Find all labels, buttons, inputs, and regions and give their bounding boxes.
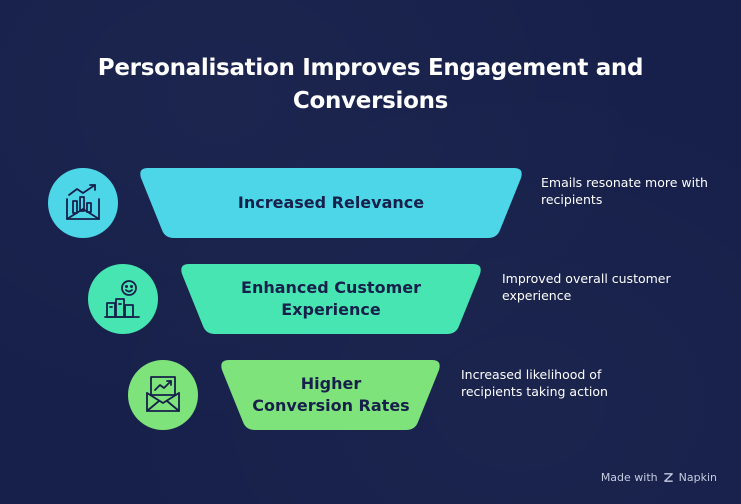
stage-1-icon-circle (48, 168, 118, 238)
stage-1-description: Emails resonate more with recipients (541, 175, 708, 207)
email-chart-icon (66, 184, 100, 220)
footer-watermark: Made with Napkin (601, 471, 717, 484)
funnel-stage-2-shape (181, 264, 481, 334)
stage-3-label: Higher Conversion Rates (230, 362, 432, 428)
stage-1-label-line-1: Increased Relevance (237, 193, 425, 212)
stage-3-icon-circle (128, 360, 198, 430)
stage-1-label: Increased Relevance (150, 170, 512, 236)
stage-2-label-line-1: Enhanced Customer (241, 278, 421, 297)
stage-2-label: Enhanced Customer Experience (190, 266, 472, 332)
title-line-1: Personalisation Improves Engagement and (97, 55, 644, 81)
footer-brand: Napkin (678, 471, 717, 484)
stage-2-description: Improved overall customer experience (502, 271, 671, 303)
stage-3-label-line-1: Higher (300, 374, 362, 393)
footer-made-with: Made with (600, 471, 658, 484)
stage-2-label-line-2: Experience (281, 300, 381, 319)
title-line-2: Conversions (292, 88, 449, 114)
funnel-stage-3-shape (221, 360, 440, 430)
envelope-growth-icon (146, 376, 180, 412)
funnel-stage-1-shape (140, 168, 522, 238)
stage-3-label-line-2: Conversion Rates (252, 396, 410, 415)
stage-2-icon-circle (88, 264, 158, 334)
stage-3-description: Increased likelihood of recipients takin… (461, 367, 608, 399)
page-title: Personalisation Improves Engagement and … (0, 52, 741, 118)
customer-satisfaction-icon (104, 280, 140, 318)
napkin-logo-icon (663, 473, 673, 482)
